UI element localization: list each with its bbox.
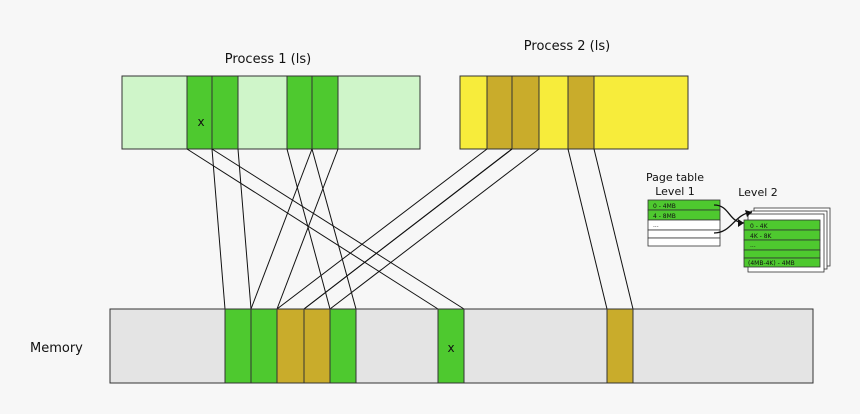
process1-address-space: x [121, 75, 421, 150]
process2-address-space [459, 75, 689, 150]
mapping-line [311, 148, 357, 310]
mapping-line [329, 148, 540, 310]
level1-row-label: 0 - 4MB [653, 203, 676, 210]
mapping-lines [186, 148, 634, 310]
process1-title: Process 1 (ls) [225, 52, 311, 67]
mapping-line [211, 148, 226, 310]
process1-background [121, 75, 421, 150]
mapping-line [286, 148, 331, 310]
mapping-line [303, 148, 513, 310]
mapping-line [237, 148, 252, 310]
level2-row-label: ... [750, 242, 756, 249]
level1-row-label: ... [653, 222, 659, 229]
process1-page [286, 75, 313, 150]
mapping-line [567, 148, 608, 310]
level2-row [743, 249, 821, 259]
process2-page [486, 75, 513, 150]
level1-row [647, 237, 721, 247]
mapping-line [211, 148, 465, 310]
page-table: Page table Level 1 Level 2 0 - 4MB 4 - 8… [646, 171, 831, 273]
level1-label: Level 1 [655, 185, 695, 198]
memory-label: Memory [30, 341, 83, 356]
physical-memory: x [109, 308, 814, 384]
process1-page [211, 75, 239, 150]
arrow-heads [738, 210, 752, 227]
level1-row-label: 4 - 8MB [653, 213, 676, 220]
mapping-line [186, 148, 439, 310]
memory-frame-green [224, 308, 252, 384]
memory-frame-green [437, 308, 465, 384]
memory-frame-olive [606, 308, 634, 384]
level2-row-label: 4K - 8K [750, 233, 773, 240]
level2-label: Level 2 [738, 186, 778, 199]
mapping-line [593, 148, 634, 310]
level1-row [647, 229, 721, 239]
level1-table: 0 - 4MB 4 - 8MB ... [647, 199, 721, 247]
process1-page [186, 75, 213, 150]
memory-frame-green [329, 308, 357, 384]
level2-row [743, 257, 821, 268]
process2-title: Process 2 (ls) [524, 39, 610, 54]
arrow-head [738, 219, 744, 227]
memory-frame-green [250, 308, 278, 384]
level2-table: 0 - 4K 4K - 8K ... (4MB-4K) - 4MB [743, 219, 821, 268]
process2-page [567, 75, 595, 150]
arrow-head [745, 210, 752, 217]
process1-page-mark: x [197, 115, 204, 129]
mapping-line [276, 148, 488, 310]
process1-page [311, 75, 339, 150]
memory-frame-mark: x [447, 341, 454, 355]
level2-row-label: (4MB-4K) - 4MB [748, 260, 795, 267]
mapping-line [276, 148, 339, 310]
level2-row-label: 0 - 4K [750, 223, 769, 230]
level1-row [647, 219, 721, 231]
memory-frame-olive [276, 308, 305, 384]
memory-frame-olive [303, 308, 331, 384]
mapping-line [250, 148, 313, 310]
process2-page [511, 75, 540, 150]
page-table-title: Page table [646, 171, 704, 184]
